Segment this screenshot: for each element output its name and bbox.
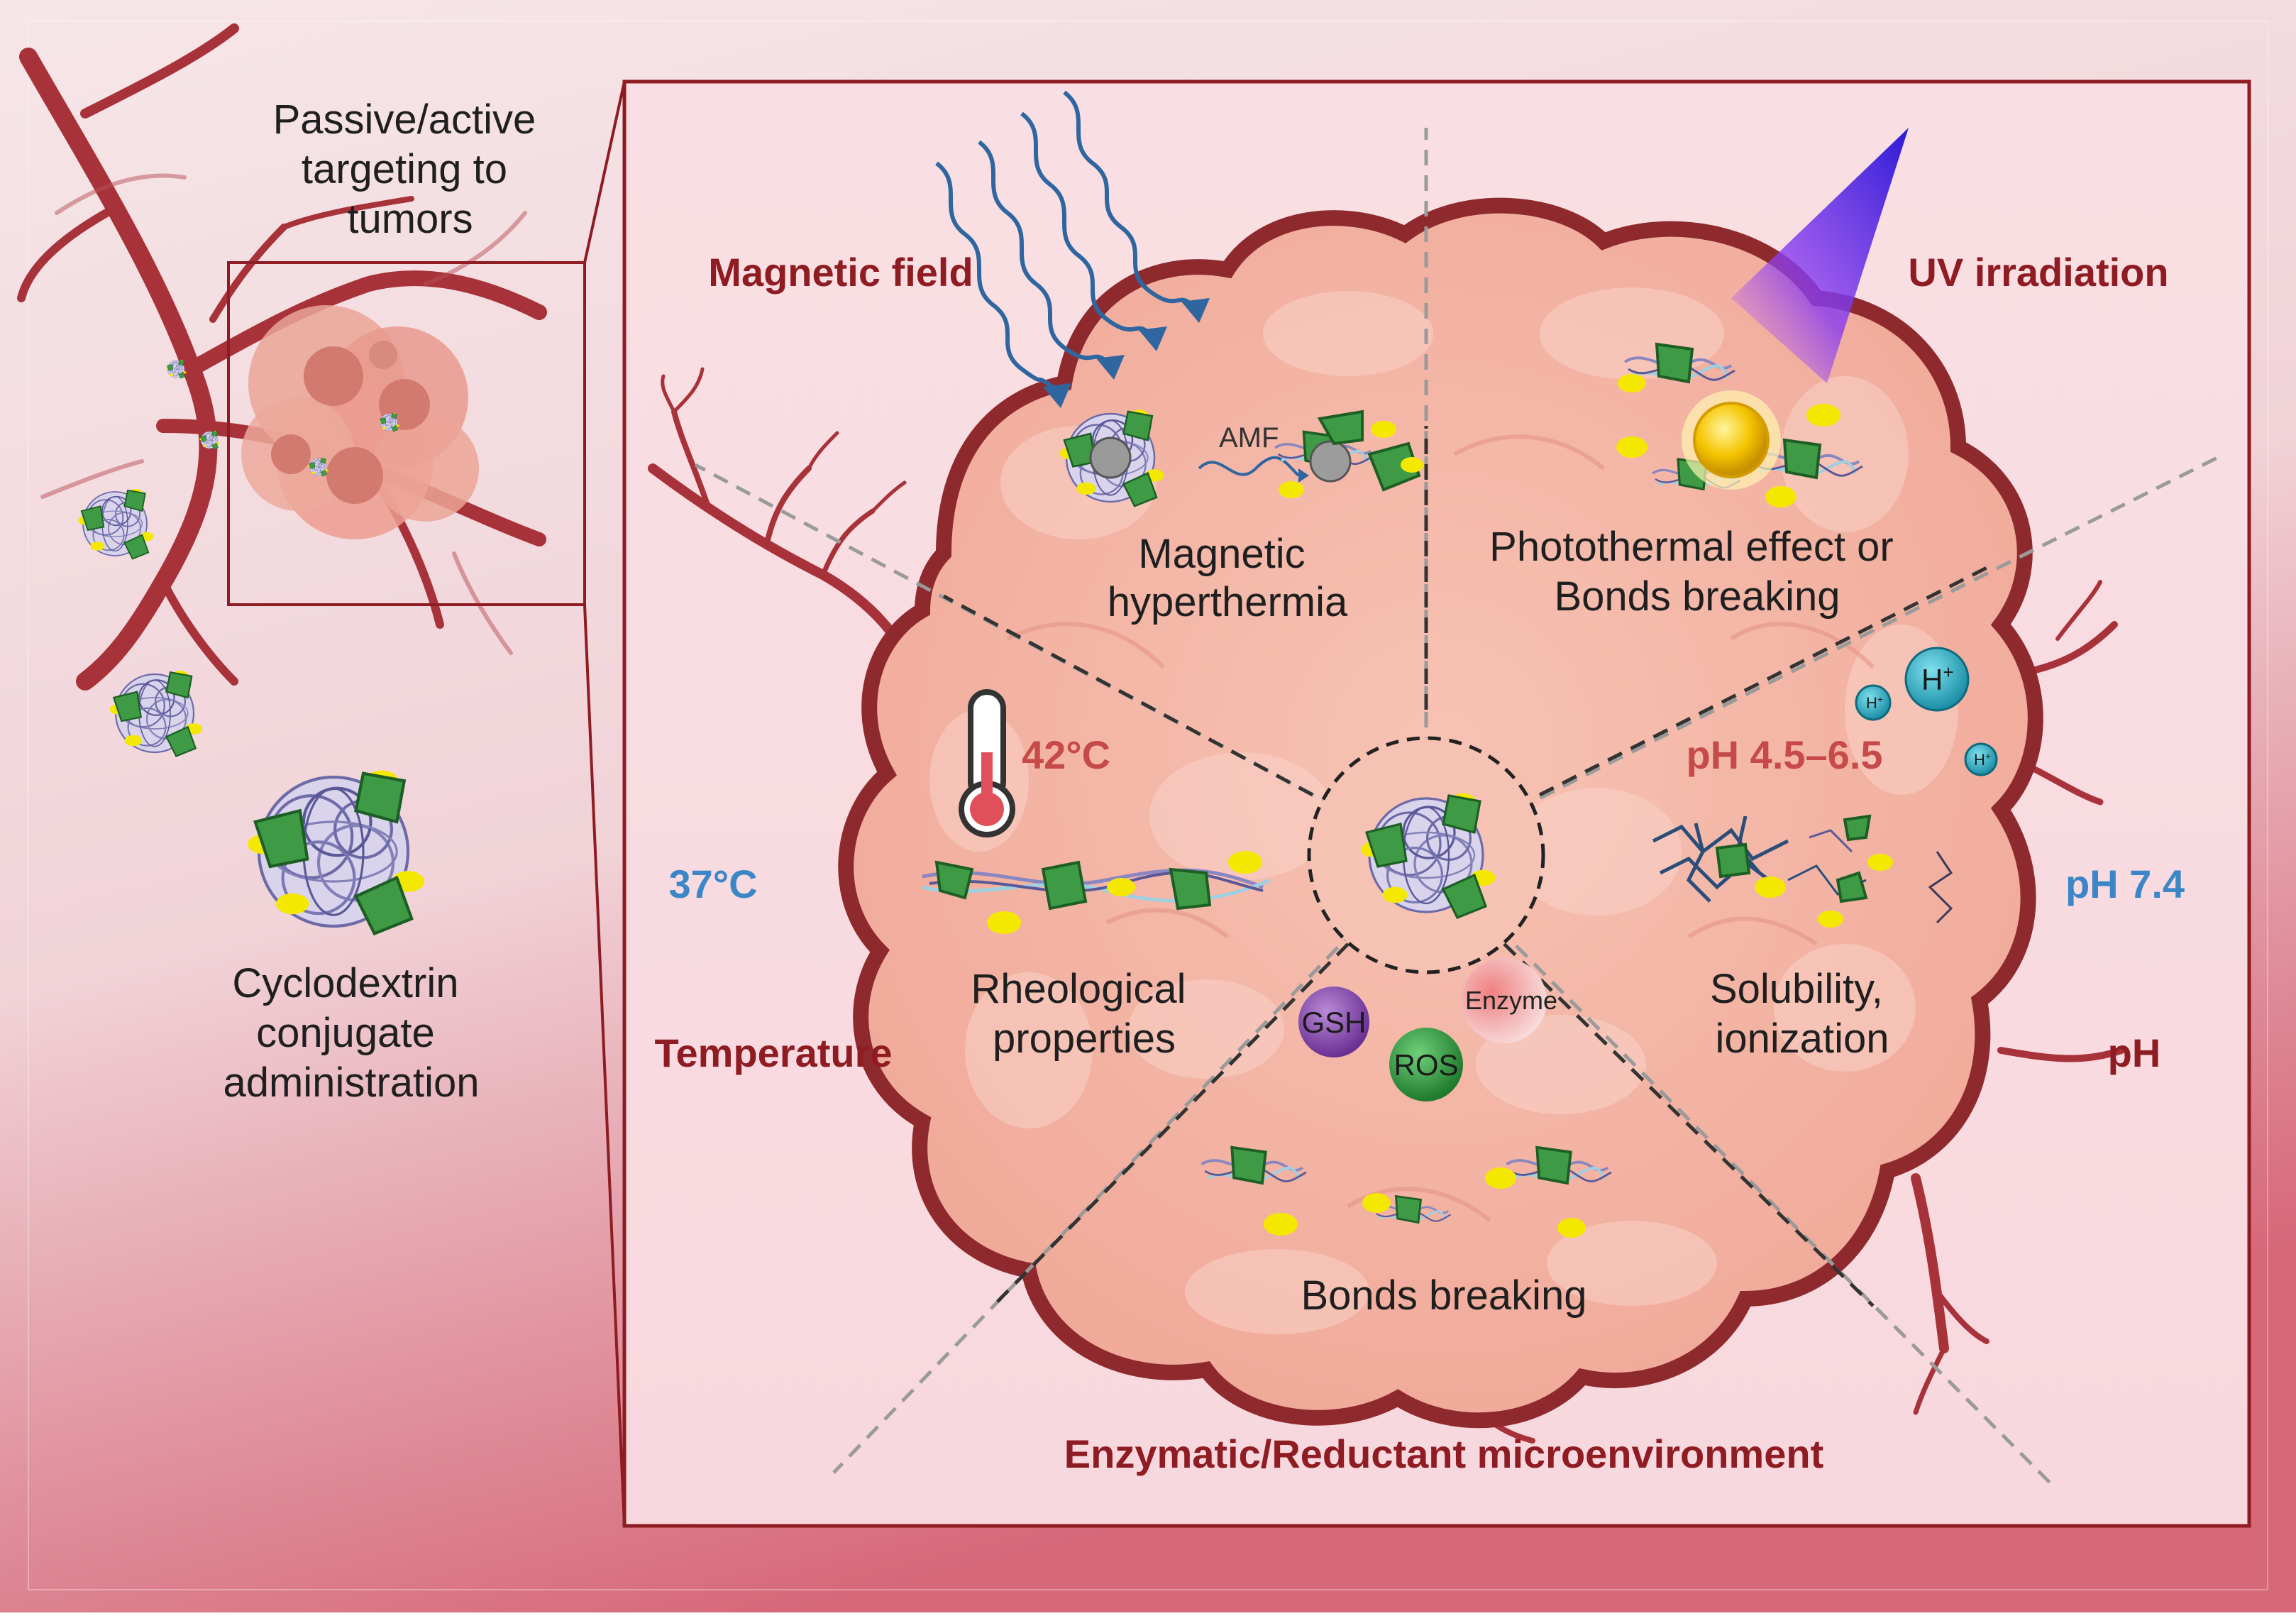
magnetic-release bbox=[1274, 410, 1423, 498]
bonds-breaking-label: Bonds breaking bbox=[1301, 1273, 1586, 1319]
administration-label: Cyclodextrin conjugate administration bbox=[223, 960, 479, 1106]
gsh-label: GSH bbox=[1301, 1006, 1366, 1039]
amf-label: AMF bbox=[1219, 422, 1279, 454]
uv-irradiation-label: UV irradiation bbox=[1908, 250, 2168, 295]
enzymatic-release bbox=[1200, 1145, 1613, 1238]
proton-label-small-2: H+ bbox=[1974, 750, 1991, 769]
temp-normal-value: 37°C bbox=[668, 862, 757, 906]
temperature-label: Temperature bbox=[654, 1030, 892, 1075]
ph-label: pH bbox=[2108, 1030, 2161, 1075]
gsh-molecule bbox=[1298, 986, 1369, 1057]
targeting-label: Passive/active targeting to tumors bbox=[273, 97, 548, 242]
magnetic-waves bbox=[935, 90, 1194, 392]
ros-label: ROS bbox=[1393, 1048, 1458, 1082]
proton-label-large: H+ bbox=[1921, 661, 1954, 696]
enzymatic-label: Enzymatic/Reductant microenvironment bbox=[1064, 1431, 1823, 1476]
uv-release bbox=[1616, 343, 1864, 507]
enzyme-label: Enzyme bbox=[1465, 986, 1557, 1015]
enzyme-molecule bbox=[1462, 958, 1547, 1043]
ros-molecule bbox=[1389, 1028, 1463, 1101]
magnetic-nanoparticle bbox=[1059, 409, 1165, 507]
magnetic-hyperthermia-label: Magnetic hyperthermia bbox=[1108, 531, 1348, 625]
magnetic-arrowheads bbox=[1043, 298, 1210, 408]
temperature-release bbox=[922, 851, 1271, 934]
proton-label-small-1: H+ bbox=[1866, 693, 1883, 712]
solubility-label: Solubility, ionization bbox=[1710, 966, 1894, 1062]
rheological-label: Rheological properties bbox=[971, 966, 1197, 1062]
zoom-box bbox=[227, 261, 586, 606]
magnetic-field-label: Magnetic field bbox=[708, 250, 973, 295]
amf-wave bbox=[1198, 456, 1300, 477]
ph-tumor-value: pH 4.5–6.5 bbox=[1686, 732, 1882, 777]
ph-normal-value: pH 7.4 bbox=[2065, 862, 2185, 906]
uv-beam bbox=[1731, 128, 1909, 383]
gold-nanoparticle bbox=[1693, 402, 1770, 478]
ph-drugs bbox=[1715, 814, 1893, 928]
sector-lines bbox=[694, 128, 2219, 1485]
temp-tumor-value: 42°C bbox=[1022, 732, 1110, 777]
thermometer-icon bbox=[959, 689, 1015, 837]
photothermal-label: Photothermal effect or Bonds breaking bbox=[1489, 524, 1905, 620]
proton-ions bbox=[1855, 647, 1998, 776]
